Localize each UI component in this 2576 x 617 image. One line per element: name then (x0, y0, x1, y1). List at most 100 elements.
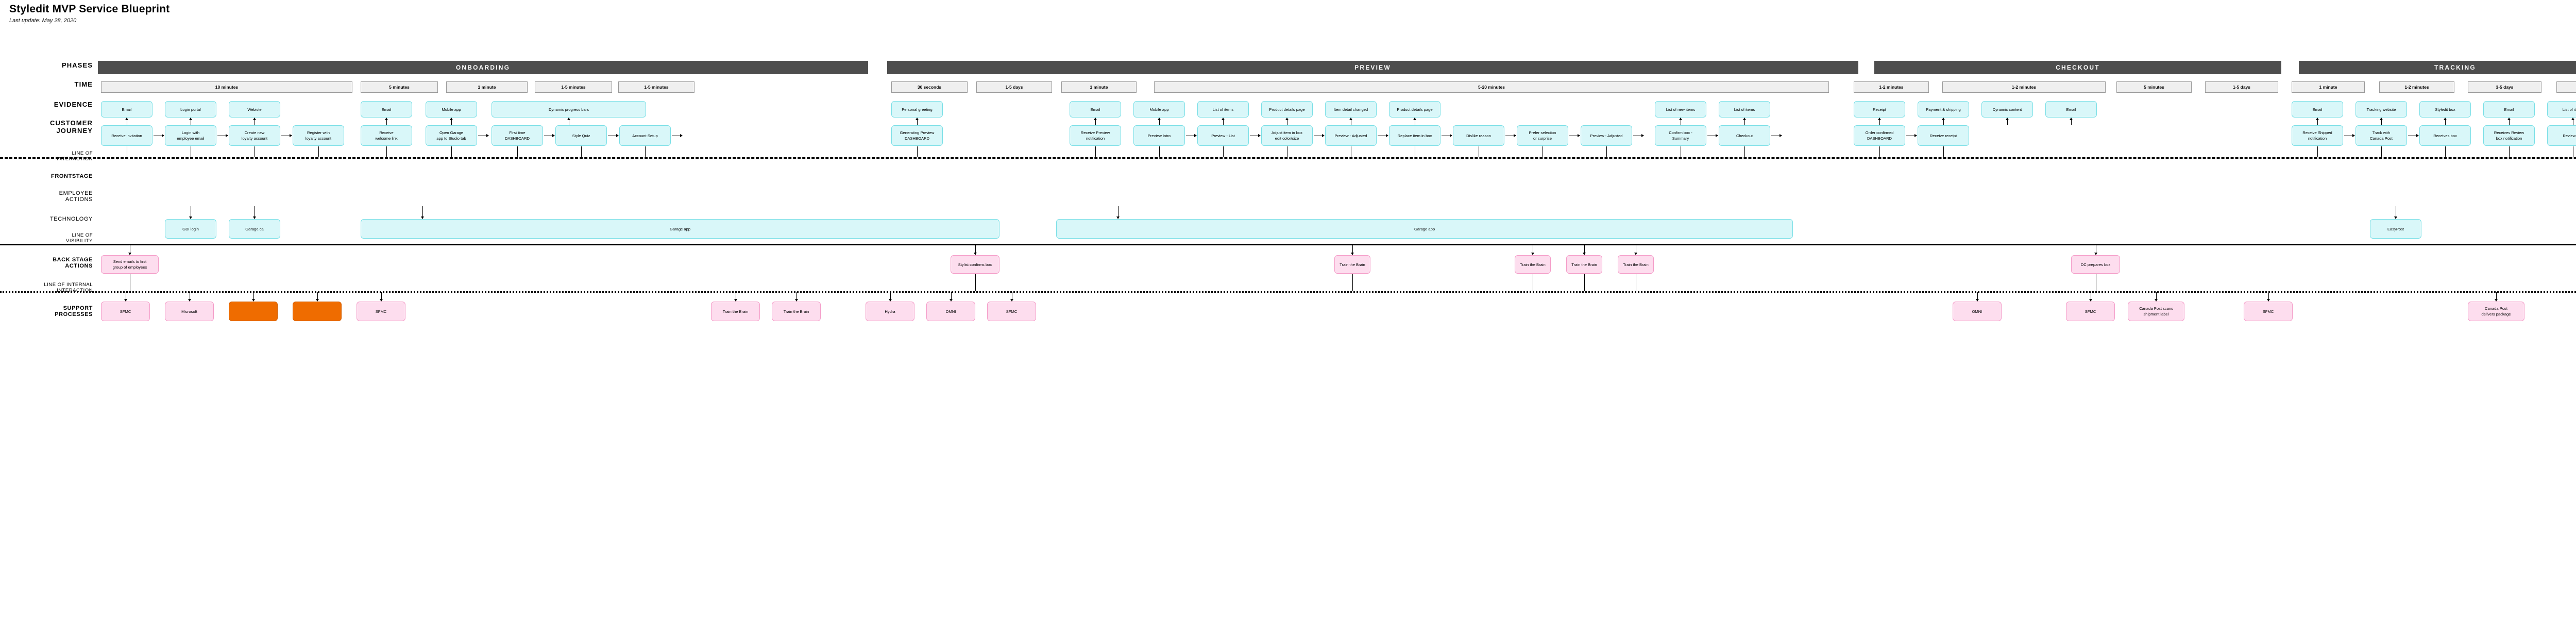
evidence-node: Receipt (1854, 101, 1905, 118)
support-node: SFMC (357, 302, 405, 321)
time-cell: 30 seconds (891, 81, 968, 93)
journey-column-line (318, 146, 319, 157)
support-node: Train the Brain (772, 302, 821, 321)
journey-node: Style Quiz (555, 125, 607, 146)
evidence-node: Email (2045, 101, 2097, 118)
journey-node: Checkout (1719, 125, 1770, 146)
backstage-link (1583, 244, 1586, 255)
technology-link (421, 206, 424, 219)
support-node: Train the Brain (711, 302, 760, 321)
support-link (2266, 292, 2270, 302)
evidence-link (916, 118, 919, 125)
journey-column-line (1879, 146, 1880, 157)
backstage-node: Train the Brain (1515, 255, 1551, 274)
journey-column-line (386, 146, 387, 157)
evidence-link (2070, 118, 2073, 125)
journey-node: Login with employee email (165, 125, 216, 146)
journey-node: Receives Review box notification (2483, 125, 2535, 146)
time-cell: 5 minutes (361, 81, 438, 93)
time-cell: 1-5 minutes (618, 81, 694, 93)
technology-node: EasyPost (2370, 219, 2421, 239)
support-node: Canada Post scans shipment label (2128, 302, 2184, 321)
evidence-node: Styledit box (2419, 101, 2471, 118)
time-cell: 1 minute (2292, 81, 2365, 93)
journey-node: Receive invitation (101, 125, 152, 146)
row-label-evidence: EVIDENCE (54, 101, 93, 108)
evidence-link (1094, 118, 1097, 125)
evidence-node: Product details page (1261, 101, 1313, 118)
journey-node: First time DASHBOARD (492, 125, 543, 146)
support-link (949, 292, 953, 302)
support-node-highlight (293, 302, 342, 321)
journey-node: Order confirmed DASHBOARD (1854, 125, 1905, 146)
journey-column-line (1159, 146, 1160, 157)
journey-column-line (645, 146, 646, 157)
backstage-node: Stylist confirms box (951, 255, 999, 274)
time-cell: 5 minutes (2116, 81, 2192, 93)
evidence-link (1942, 118, 1945, 125)
support-node: SFMC (101, 302, 150, 321)
phase-bar-tracking: TRACKING (2299, 61, 2576, 74)
support-link (2155, 292, 2158, 302)
support-node: SFMC (987, 302, 1036, 321)
evidence-link (1222, 118, 1225, 125)
evidence-link (2006, 118, 2009, 125)
time-cell: 1 minute (1061, 81, 1137, 93)
backstage-node: DC prepares box (2071, 255, 2120, 274)
support-link (2495, 292, 2498, 302)
journey-column-line (1223, 146, 1224, 157)
evidence-link (385, 118, 388, 125)
phase-bar-checkout: CHECKOUT (1874, 61, 2281, 74)
backstage-node: Train the Brain (1566, 255, 1602, 274)
row-label-technology: TECHNOLOGY (49, 216, 93, 222)
row-label-support-processes: SUPPORT PROCESSES (55, 305, 93, 318)
support-node: OMNI (926, 302, 975, 321)
time-cell: 1-2 minutes (1942, 81, 2106, 93)
evidence-node: Product details page (1389, 101, 1440, 118)
support-link (888, 292, 892, 302)
evidence-link (450, 118, 453, 125)
row-label-phases: PHASES (61, 61, 93, 69)
journey-node: Preview - List (1197, 125, 1249, 146)
phase-bar-onboarding: ONBOARDING (98, 61, 868, 74)
evidence-node: Mobile app (426, 101, 477, 118)
support-link (251, 292, 255, 302)
evidence-node: List of items (1719, 101, 1770, 118)
journey-column-line (2317, 146, 2318, 157)
journey-node: Preview Intro (1133, 125, 1185, 146)
journey-column-line (581, 146, 582, 157)
journey-node: Account Setup (619, 125, 671, 146)
journey-node: Dislike reason (1453, 125, 1504, 146)
time-cell: 1-5 days (976, 81, 1052, 93)
support-node: OMNI (1953, 302, 2002, 321)
technology-node: Garage app (361, 219, 999, 239)
journey-column-line (1943, 146, 1944, 157)
journey-node: Register with loyalty account (293, 125, 344, 146)
evidence-node: Item detail changed (1325, 101, 1377, 118)
evidence-link (2380, 118, 2383, 125)
journey-node: Prefer selection or surprise (1517, 125, 1568, 146)
support-node: Canada Post delivers package (2468, 302, 2524, 321)
journey-column-line (917, 146, 918, 157)
journey-node: Receive receipt (1918, 125, 1969, 146)
support-link (1975, 292, 1979, 302)
journey-column-line (1095, 146, 1096, 157)
title-block: Styledit MVP Service Blueprint Last upda… (9, 3, 170, 24)
journey-column-line (517, 146, 518, 157)
journey-node: Replace item in box (1389, 125, 1440, 146)
evidence-link (2444, 118, 2447, 125)
evidence-node: Webiste (229, 101, 280, 118)
journey-node: Confirm box - Summary (1655, 125, 1706, 146)
row-label-line-of-visibility: LINE OF VISIBILITY (66, 232, 93, 244)
journey-column-line (2445, 146, 2446, 157)
row-label-backstage-actions: BACK STAGE ACTIONS (53, 257, 93, 270)
evidence-node: Email (101, 101, 152, 118)
backstage-node: Send emails to first group of employees (101, 255, 159, 274)
backstage-node: Train the Brain (1334, 255, 1370, 274)
support-link (379, 292, 383, 302)
journey-node: Review box (2547, 125, 2576, 146)
evidence-node: Payment & shipping (1918, 101, 1969, 118)
journey-node: Preview - Adjusted (1325, 125, 1377, 146)
evidence-node: Tracking website (2355, 101, 2407, 118)
journey-node: Receive Shipped notification (2292, 125, 2343, 146)
